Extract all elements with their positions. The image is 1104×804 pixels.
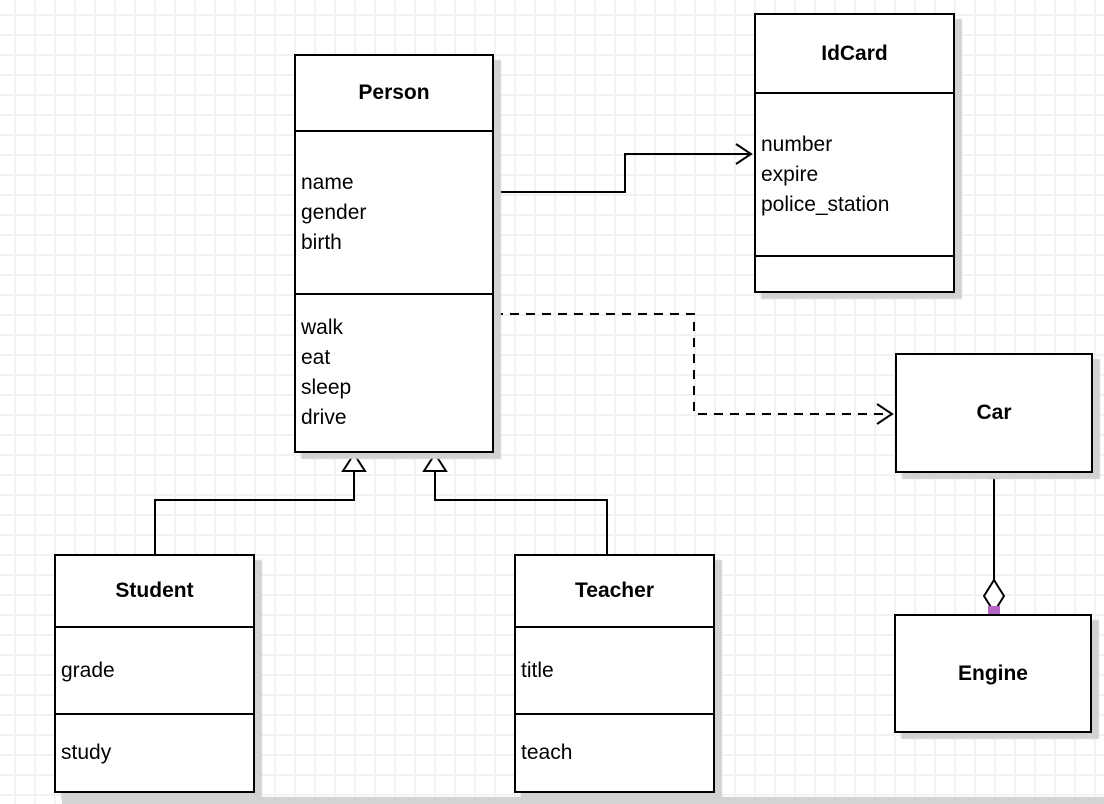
- class-student[interactable]: Student grade study: [54, 554, 255, 793]
- attribute: police_station: [761, 192, 890, 216]
- class-car-title: Car: [976, 401, 1012, 424]
- attribute: number: [761, 132, 833, 156]
- attribute: birth: [301, 230, 342, 254]
- method: drive: [301, 406, 347, 429]
- class-idcard-methods: [756, 255, 953, 291]
- class-engine[interactable]: Engine: [894, 614, 1092, 733]
- dependency-person-car[interactable]: [494, 313, 894, 425]
- class-teacher[interactable]: Teacher title teach: [514, 554, 715, 793]
- class-idcard-attributes: number expire police_station: [756, 92, 953, 255]
- class-person-attributes: name gender birth: [296, 130, 492, 293]
- open-arrowhead-icon: [735, 143, 753, 165]
- generalization-student-person[interactable]: [154, 452, 367, 554]
- attribute: title: [521, 658, 554, 682]
- class-engine-title: Engine: [957, 661, 1028, 685]
- class-person-methods: walk eat sleep drive: [296, 293, 492, 451]
- method: eat: [301, 346, 331, 369]
- attribute: grade: [61, 658, 115, 682]
- hollow-triangle-icon: [341, 452, 367, 472]
- method: walk: [301, 316, 344, 339]
- class-person-title: Person: [358, 81, 430, 104]
- generalization-teacher-person[interactable]: [422, 452, 608, 554]
- hollow-triangle-icon: [422, 452, 448, 472]
- method: sleep: [301, 376, 352, 399]
- method: teach: [521, 741, 573, 764]
- attribute: gender: [301, 200, 367, 224]
- class-teacher-title: Teacher: [575, 579, 654, 602]
- canvas-edge-shadow: [62, 797, 1104, 804]
- open-arrowhead-icon: [876, 403, 894, 425]
- class-student-methods: study: [56, 713, 253, 791]
- class-teacher-methods: teach: [516, 713, 713, 791]
- association-person-idcard[interactable]: [494, 143, 753, 193]
- class-idcard-title: IdCard: [821, 41, 888, 65]
- class-car[interactable]: Car: [895, 353, 1093, 473]
- class-teacher-attributes: title: [516, 626, 713, 713]
- attribute: name: [301, 170, 354, 194]
- attribute: expire: [761, 162, 819, 186]
- class-student-title: Student: [115, 579, 194, 602]
- method: study: [61, 741, 112, 764]
- aggregation-car-engine[interactable]: [982, 467, 1006, 618]
- class-student-attributes: grade: [56, 626, 253, 713]
- class-person[interactable]: Person name gender birth walk eat sleep …: [294, 54, 494, 453]
- class-idcard[interactable]: IdCard number expire police_station: [754, 13, 955, 293]
- hollow-diamond-icon: [982, 578, 1006, 614]
